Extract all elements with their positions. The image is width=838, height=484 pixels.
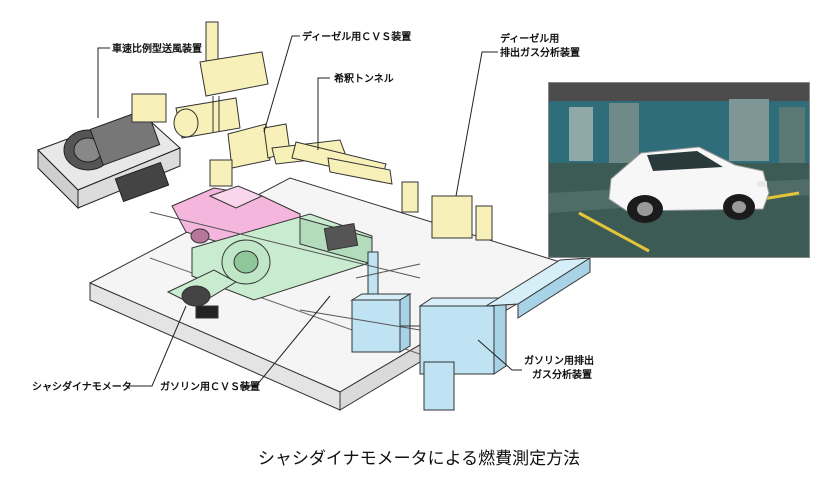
- blower-unit: [38, 109, 180, 208]
- gasoline-analyzer-label-2: ガス分析装置: [532, 368, 592, 381]
- blower-label: 車速比例型送風装置: [112, 42, 202, 55]
- diesel-analyzer-label-1: ディーゼル用: [500, 32, 559, 45]
- dilution-tunnel-label: 希釈トンネル: [333, 72, 394, 85]
- diesel-analyzer-label-2: 排出ガス分析装置: [500, 46, 580, 59]
- figure-caption: シャシダイナモメータによる燃費測定方法: [0, 444, 838, 469]
- vehicle-test-photo: [548, 82, 810, 258]
- diesel-cvs-label: ディーゼル用ＣＶＳ装置: [302, 30, 411, 43]
- gasoline-analyzer-label-1: ガソリン用排出: [524, 354, 594, 367]
- chassis-dyno-label: シャシダイナモメータ: [32, 380, 132, 393]
- gasoline-cvs-label: ガソリン用ＣＶＳ装置: [160, 380, 260, 393]
